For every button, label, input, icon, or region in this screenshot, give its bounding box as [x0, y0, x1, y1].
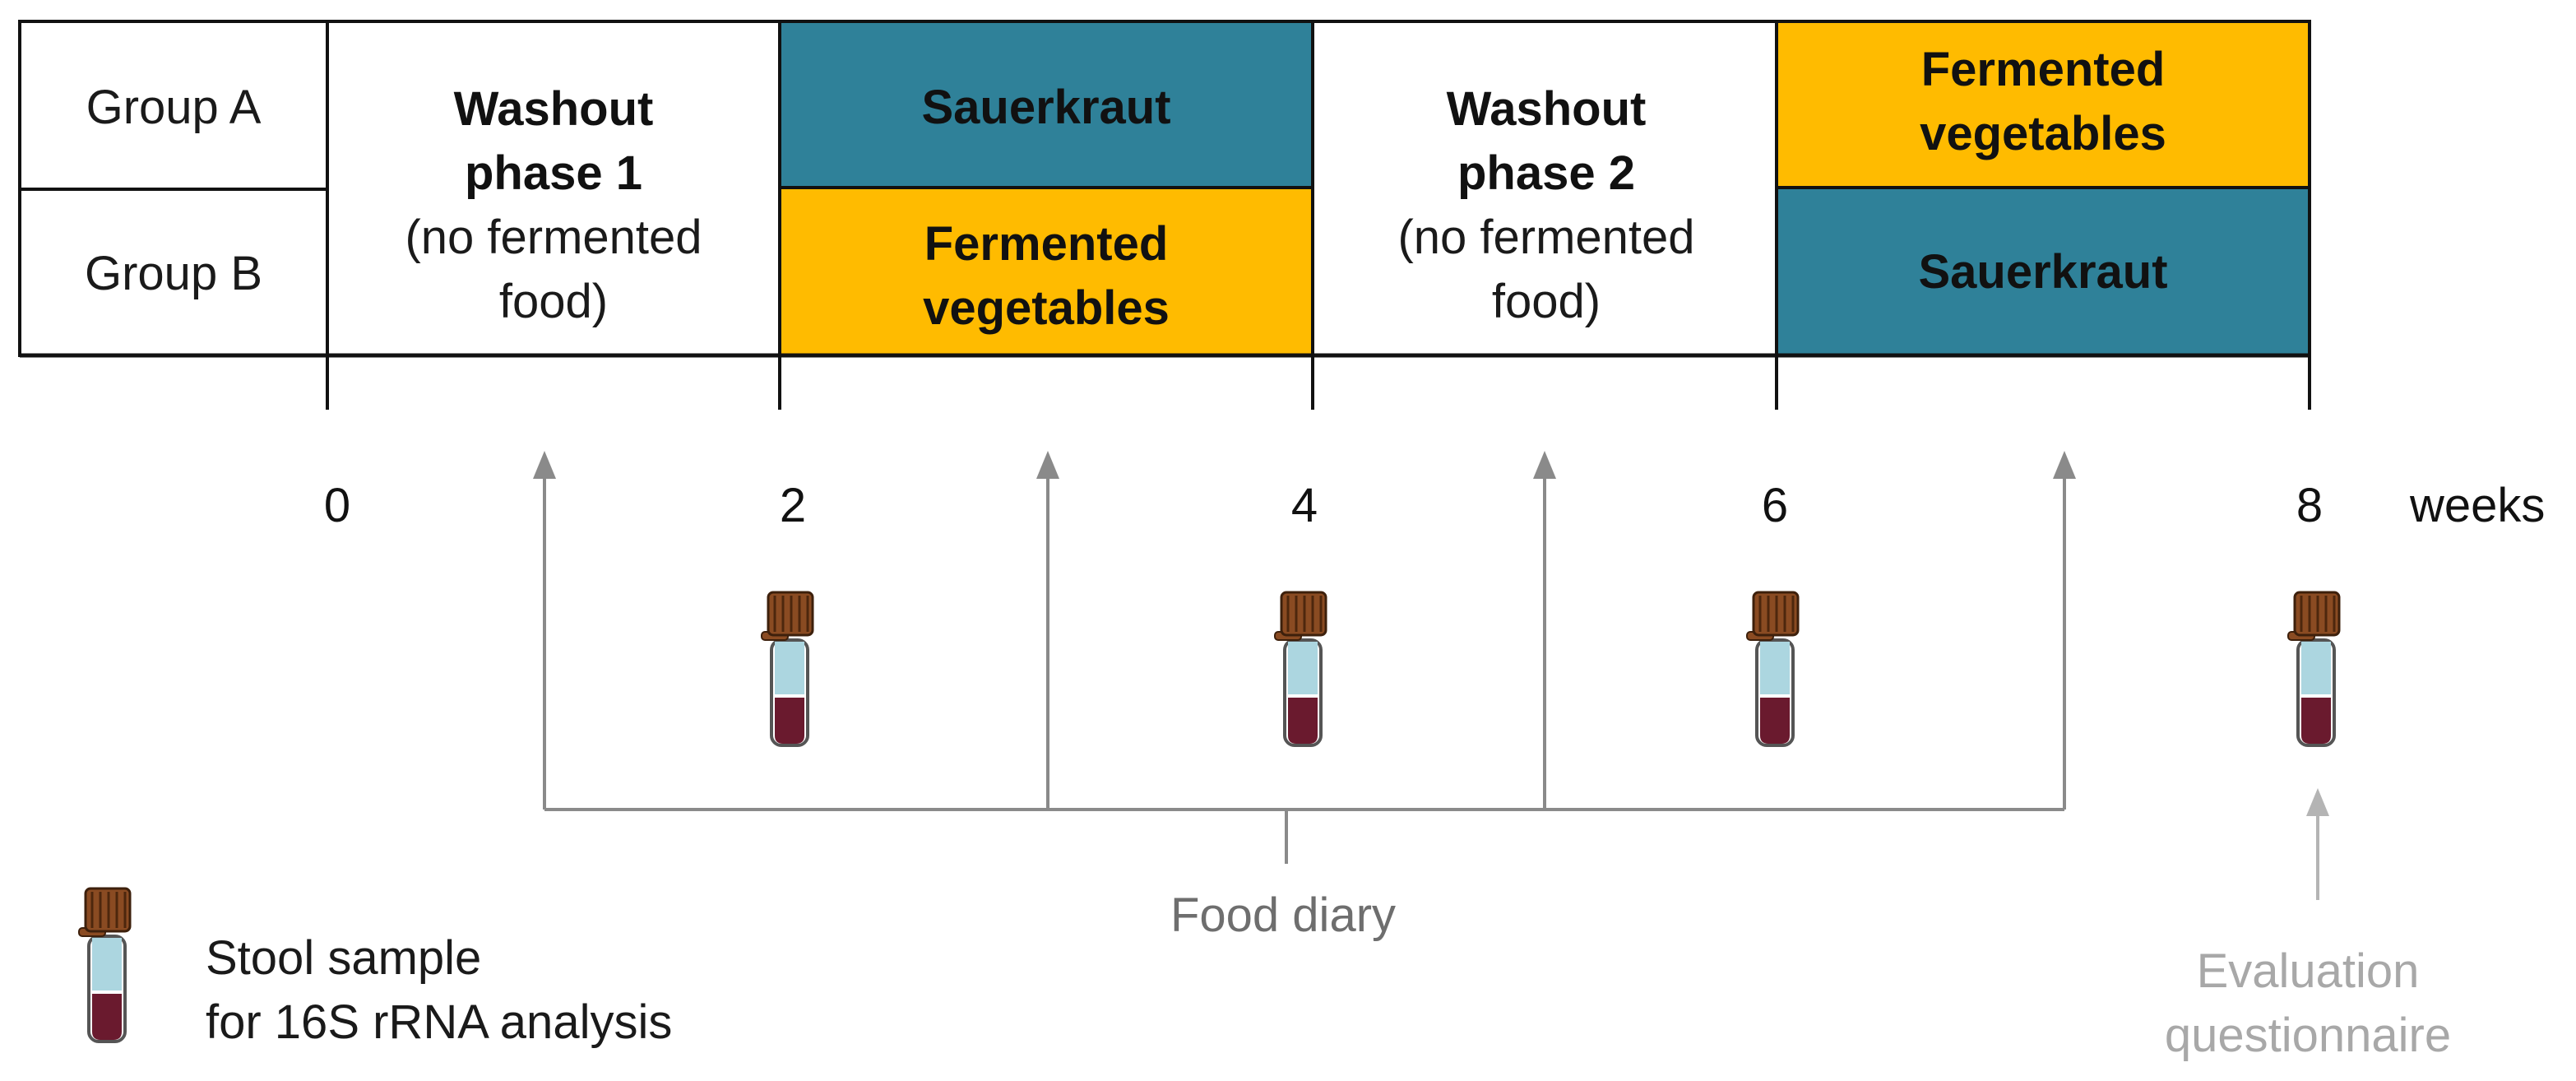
- stool-sample-tube-icon: [760, 591, 814, 747]
- weeks-unit-label: weeks: [2409, 479, 2545, 532]
- washout-2-title-line1: Washout: [1447, 82, 1647, 136]
- timeline-ticks: [326, 355, 2311, 410]
- period-2-fermented-line2: vegetables: [1920, 107, 2166, 160]
- week-tick-6: 6: [1762, 479, 1788, 532]
- evaluation-label-line2: questionnaire: [2165, 1009, 2451, 1062]
- period-2-fermented-line1: Fermented: [1921, 43, 2166, 96]
- legend-stool-tube-icon: [77, 887, 132, 1043]
- washout-phase-2-cell: [1311, 20, 1778, 357]
- washout-1-title-line2: phase 1: [465, 146, 642, 200]
- stool-sample-tube-icon: [2286, 591, 2341, 747]
- period-1-sauerkraut-label: Sauerkraut: [921, 81, 1170, 134]
- period-2-group-a-fermented: [1775, 20, 2311, 189]
- arrow-head-icon: [2306, 788, 2329, 816]
- group-b-label: Group B: [85, 247, 262, 300]
- arrow-head-icon: [1533, 451, 1556, 479]
- period-2-group-b-sauerkraut: [1775, 186, 2311, 357]
- legend-line2: for 16S rRNA analysis: [206, 995, 672, 1049]
- food-diary-label: Food diary: [1170, 888, 1396, 942]
- group-a-cell: [18, 20, 329, 191]
- arrow-head-icon: [1036, 451, 1059, 479]
- arrow-head-icon: [2053, 451, 2076, 479]
- washout-2-title-line2: phase 2: [1457, 146, 1635, 200]
- week-tick-0: 0: [324, 479, 350, 532]
- group-b-cell: [18, 188, 329, 357]
- stool-sample-tube-icon: [1273, 591, 1327, 747]
- washout-2-sub-line2: food): [1492, 275, 1601, 328]
- group-a-label: Group A: [86, 81, 262, 134]
- week-tick-8: 8: [2296, 479, 2323, 532]
- arrow-head-icon: [533, 451, 556, 479]
- period-2-sauerkraut-label: Sauerkraut: [1918, 245, 2167, 299]
- washout-1-title-line1: Washout: [454, 82, 654, 136]
- evaluation-label-line1: Evaluation: [2197, 944, 2420, 998]
- week-tick-2: 2: [780, 479, 806, 532]
- washout-1-sub-line2: food): [499, 275, 608, 328]
- legend-line1: Stool sample: [206, 931, 481, 985]
- period-1-fermented-line2: vegetables: [923, 281, 1170, 335]
- washout-1-sub-line1: (no fermented: [405, 211, 702, 264]
- stool-sample-tube-icon: [1745, 591, 1800, 747]
- food-diary-arrows: [543, 477, 2066, 864]
- period-1-fermented-line1: Fermented: [924, 217, 1169, 271]
- week-tick-4: 4: [1291, 479, 1318, 532]
- washout-2-sub-line1: (no fermented: [1397, 211, 1694, 264]
